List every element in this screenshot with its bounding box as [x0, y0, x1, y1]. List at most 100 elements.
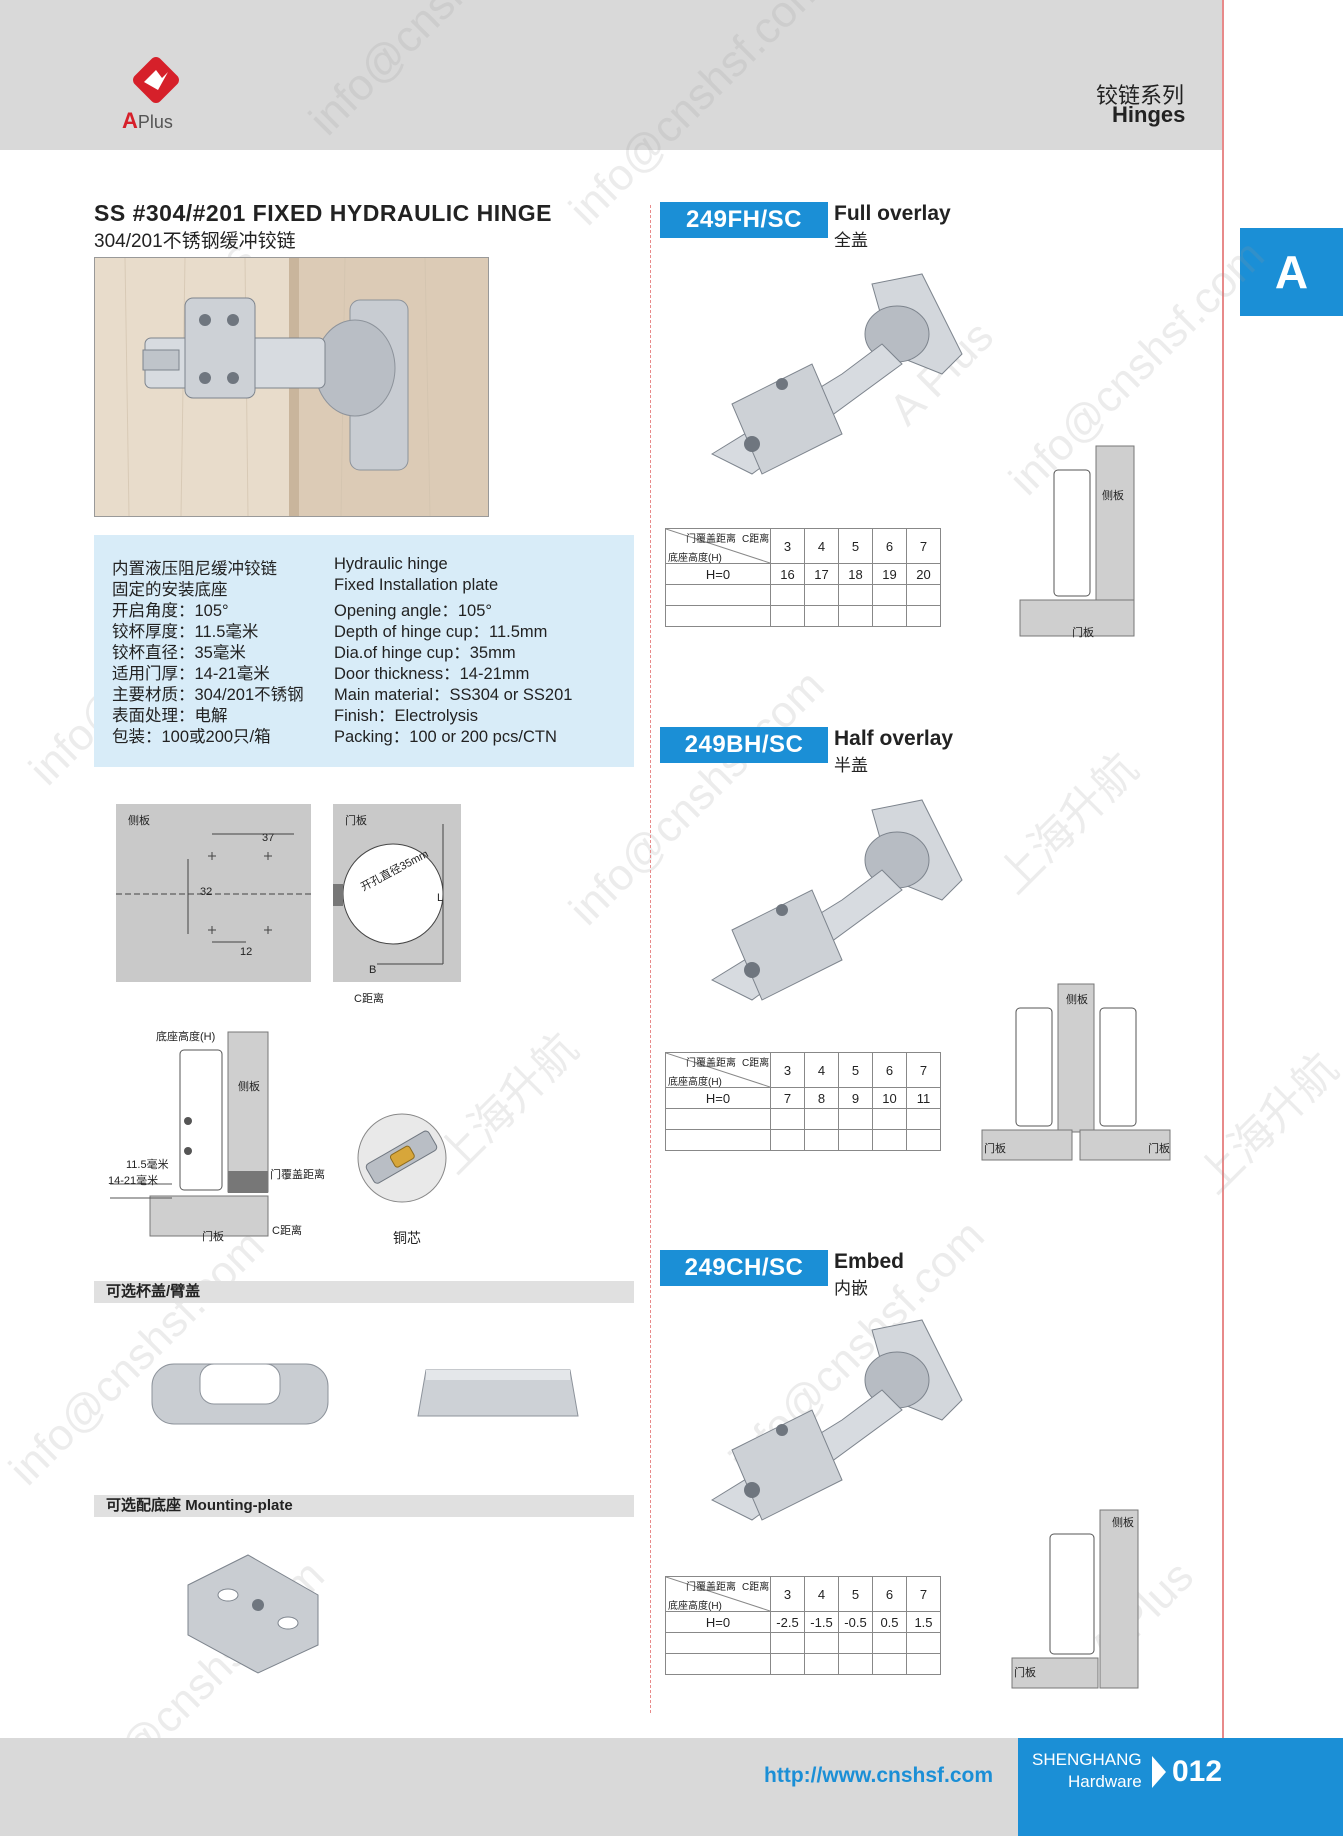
door-panel-label: 门板 — [345, 815, 367, 827]
side-panel-label: 侧板 — [1112, 1517, 1134, 1529]
company-name-sub: Hardware — [1068, 1772, 1142, 1791]
table-cell: H=0 — [665, 1087, 771, 1109]
table-cell: 5 — [838, 1052, 873, 1088]
overlay-table: 门覆盖距离 C距离 底座高度(H) 3 4 5 6 7 H=0 7 8 9 10… — [665, 1052, 941, 1151]
model-name-en: Full overlay — [834, 202, 951, 225]
product-photo — [94, 257, 489, 517]
table-cell: 3 — [770, 528, 805, 564]
dim-label: 12 — [240, 946, 253, 958]
header-h-label: 底座高度(H) — [668, 1601, 722, 1612]
mounting-plate-image — [187, 1554, 319, 1674]
spec-cn: 表面处理：电解 — [112, 707, 228, 725]
model-name-cn: 全盖 — [834, 231, 868, 250]
spec-cn: 铰杯厚度：11.5毫米 — [112, 623, 259, 641]
margin-rule — [1222, 0, 1224, 1836]
table-cell: 1.5 — [906, 1611, 941, 1633]
spec-en: Depth of hinge cup：11.5mm — [334, 623, 548, 641]
header-overlay-label: 门覆盖距离 — [686, 1582, 736, 1593]
table-cell: 4 — [804, 1052, 839, 1088]
spec-cn: 铰杯直径：35毫米 — [112, 644, 246, 662]
header-overlay-label: 门覆盖距离 — [686, 1058, 736, 1069]
section-tab[interactable]: A — [1240, 228, 1343, 316]
spec-cn: 开启角度：105° — [112, 602, 229, 620]
website-link[interactable]: http://www.cnshsf.com — [764, 1764, 994, 1787]
cup-depth-label: 11.5毫米 — [126, 1159, 169, 1171]
door-panel-label: 门板 — [1148, 1143, 1170, 1155]
embed-diagram — [1011, 1509, 1139, 1689]
table-cell: 9 — [838, 1087, 873, 1109]
table-cell: 6 — [872, 528, 907, 564]
side-panel-drawing: 侧板 37 32 12 — [116, 804, 311, 982]
product-title-cn: 304/201不锈钢缓冲铰链 — [94, 231, 296, 252]
table-cell: -2.5 — [770, 1611, 805, 1633]
table-cell: 6 — [872, 1576, 907, 1612]
side-panel-label: 侧板 — [1102, 490, 1124, 502]
series-title-en: Hinges — [1112, 102, 1186, 127]
optional-cover-bar: 可选杯盖/臂盖 — [94, 1281, 634, 1303]
table-cell: 0.5 — [872, 1611, 907, 1633]
door-panel-label: 门板 — [984, 1143, 1006, 1155]
overlay-table: 门覆盖距离 C距离 底座高度(H) 3 4 5 6 7 H=0 -2.5 -1.… — [665, 1576, 941, 1675]
table-cell: 3 — [770, 1052, 805, 1088]
side-panel-label: 侧板 — [1066, 994, 1088, 1006]
door-panel-label: 门板 — [1072, 627, 1094, 639]
c-distance-label: C距离 — [354, 993, 384, 1005]
table-cell: 6 — [872, 1052, 907, 1088]
series-title-cn: 铰链系列 — [1096, 83, 1185, 108]
table-cell: 4 — [804, 528, 839, 564]
hinge-image — [710, 1319, 963, 1521]
copper-core-detail — [357, 1113, 447, 1203]
spec-en: Door thickness：14-21mm — [334, 665, 530, 683]
spec-box: 内置液压阻尼缓冲铰链 固定的安装底座 开启角度：105° 铰杯厚度：11.5毫米… — [94, 535, 634, 767]
logo-wordmark: APlus — [122, 108, 173, 133]
aplus-logo-icon — [133, 57, 179, 103]
table-cell: 20 — [906, 563, 941, 585]
door-panel-label: 门板 — [202, 1231, 224, 1243]
table-cell: 7 — [906, 528, 941, 564]
spec-cn: 固定的安装底座 — [112, 581, 228, 599]
table-cell: 10 — [872, 1087, 907, 1109]
table-cell: 19 — [872, 563, 907, 585]
arm-cover-image — [417, 1369, 579, 1417]
side-panel-label: 侧板 — [238, 1081, 260, 1093]
table-cell: 16 — [770, 563, 805, 585]
column-divider — [650, 205, 651, 1713]
hinge-image — [710, 799, 963, 1001]
table-cell: 5 — [838, 1576, 873, 1612]
spec-cn: 适用门厚：14-21毫米 — [112, 665, 270, 683]
table-cell: 3 — [770, 1576, 805, 1612]
table-header-cell: 门覆盖距离 C距离 底座高度(H) — [665, 1576, 771, 1612]
arrow-right-icon — [1152, 1756, 1166, 1788]
dim-label: 37 — [262, 832, 275, 844]
door-panel-label: 门板 — [1014, 1667, 1036, 1679]
spec-en: Packing：100 or 200 pcs/CTN — [334, 728, 557, 746]
table-cell: 7 — [906, 1052, 941, 1088]
table-cell: 7 — [770, 1087, 805, 1109]
hinge-image — [710, 273, 963, 475]
model-name-en: Embed — [834, 1250, 905, 1273]
table-cell: 7 — [906, 1576, 941, 1612]
table-cell: 17 — [804, 563, 839, 585]
footer-brand-block — [1018, 1738, 1343, 1836]
product-title-en: SS #304/#201 FIXED HYDRAULIC HINGE — [94, 200, 552, 226]
header-h-label: 底座高度(H) — [668, 553, 722, 564]
table-cell: H=0 — [665, 563, 771, 585]
watermark: 上海升航 — [1188, 1044, 1343, 1204]
table-cell: 5 — [838, 528, 873, 564]
base-height-label: 底座高度(H) — [156, 1031, 216, 1043]
full-overlay-diagram — [1019, 445, 1135, 637]
table-cell: -0.5 — [838, 1611, 873, 1633]
spec-cn: 主要材质：304/201不锈钢 — [112, 686, 304, 704]
door-panel-drawing: 门板 开孔直径35mm L B — [333, 804, 461, 982]
spec-cn: 内置液压阻尼缓冲铰链 — [112, 560, 277, 578]
table-header-cell: 门覆盖距离 C距离 底座高度(H) — [665, 528, 771, 564]
table-header-cell: 门覆盖距离 C距离 底座高度(H) — [665, 1052, 771, 1088]
c-distance-label: C距离 — [272, 1225, 302, 1237]
model-name-cn: 内嵌 — [834, 1279, 868, 1298]
spec-en: Fixed Installation plate — [334, 576, 499, 594]
spec-en: Dia.of hinge cup：35mm — [334, 644, 516, 662]
header-overlay-label: 门覆盖距离 — [686, 534, 736, 545]
cup-cover-image — [151, 1363, 329, 1425]
header-c-label: C距离 — [742, 534, 770, 545]
table-cell: H=0 — [665, 1611, 771, 1633]
